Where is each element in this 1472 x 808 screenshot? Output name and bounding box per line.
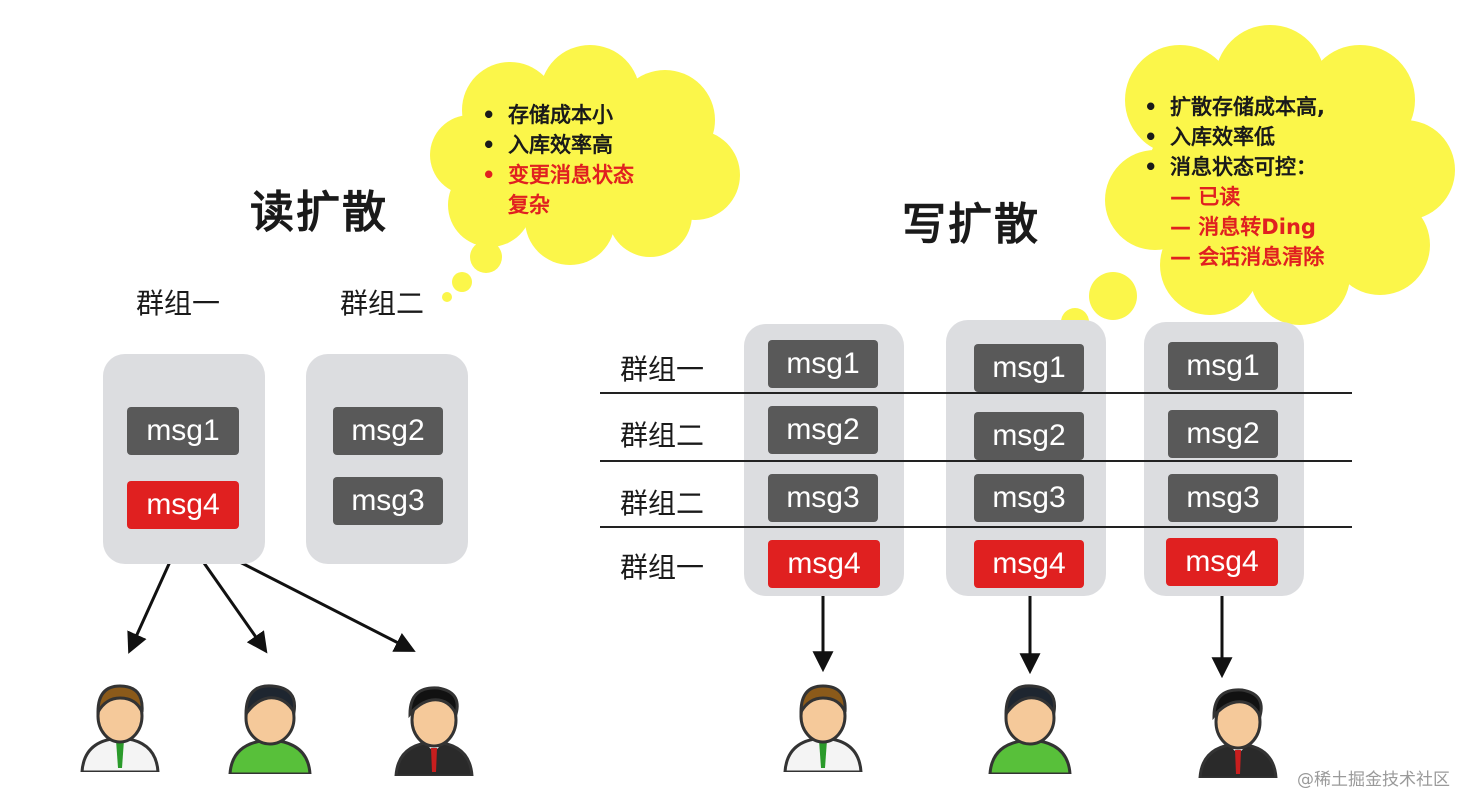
- read-group2-box: [306, 354, 468, 564]
- write-bubble-sub-2: — 消息转Ding: [1170, 215, 1316, 239]
- read-title: 读扩散: [250, 187, 388, 238]
- read-group1-label: 群组一: [136, 287, 221, 320]
- write-col3-msg-2: msg2: [1168, 410, 1278, 458]
- read-bubble-item-3-cont: 复杂: [508, 193, 550, 217]
- read-group1-msg-1: msg1: [127, 407, 239, 455]
- read-bubble-item-3: 变更消息状态: [478, 160, 634, 190]
- write-col1-msg-1: msg1: [768, 340, 878, 388]
- user-red-tie-icon: [394, 686, 474, 776]
- write-col2-msg-3: msg3: [974, 474, 1084, 522]
- write-bubble-item-3: 消息状态可控：: [1140, 152, 1325, 182]
- user-red-tie-icon: [1198, 688, 1278, 778]
- user-green-tie-icon: [783, 684, 863, 772]
- write-row-label-3: 群组二: [620, 487, 705, 520]
- watermark: @稀土掘金技术社区: [1297, 770, 1450, 790]
- write-row-label-2: 群组二: [620, 419, 705, 452]
- write-col3-msg-1: msg1: [1168, 342, 1278, 390]
- read-group1-box: [103, 354, 265, 564]
- write-bubble-sub-1: — 已读: [1170, 185, 1241, 209]
- write-col2-msg-4: msg4: [974, 540, 1084, 588]
- write-bubble-item-2: 入库效率低: [1140, 122, 1325, 152]
- write-row-label-4: 群组一: [620, 551, 705, 584]
- read-group1-msg-2: msg4: [127, 481, 239, 529]
- read-group2-msg-1: msg2: [333, 407, 443, 455]
- write-bubble-sub-3: — 会话消息清除: [1170, 245, 1325, 269]
- write-col1-msg-2: msg2: [768, 406, 878, 454]
- write-col3-msg-4: msg4: [1166, 538, 1278, 586]
- write-col2-msg-1: msg1: [974, 344, 1084, 392]
- user-green-shirt-icon: [988, 684, 1072, 774]
- row-divider-1: [600, 392, 1352, 394]
- write-bubble-item-1: 扩散存储成本高,: [1140, 92, 1325, 122]
- read-bubble-item-1: 存储成本小: [478, 100, 634, 130]
- user-green-tie-icon: [80, 684, 160, 772]
- row-divider-2: [600, 460, 1352, 462]
- read-group2-label: 群组二: [340, 287, 425, 320]
- row-divider-3: [600, 526, 1352, 528]
- write-title: 写扩散: [902, 199, 1040, 250]
- write-col1-msg-3: msg3: [768, 474, 878, 522]
- write-col2-msg-2: msg2: [974, 412, 1084, 460]
- read-bubble-item-2: 入库效率高: [478, 130, 634, 160]
- write-bubble-text: 扩散存储成本高, 入库效率低 消息状态可控： — 已读 — 消息转Ding — …: [1140, 92, 1325, 272]
- read-group2-msg-2: msg3: [333, 477, 443, 525]
- user-green-shirt-icon: [228, 684, 312, 774]
- write-row-label-1: 群组一: [620, 353, 705, 386]
- read-bubble-text: 存储成本小 入库效率高 变更消息状态 复杂: [478, 100, 634, 220]
- write-arrows: [812, 589, 1233, 679]
- write-col3-msg-3: msg3: [1168, 474, 1278, 522]
- write-col1-msg-4: msg4: [768, 540, 880, 588]
